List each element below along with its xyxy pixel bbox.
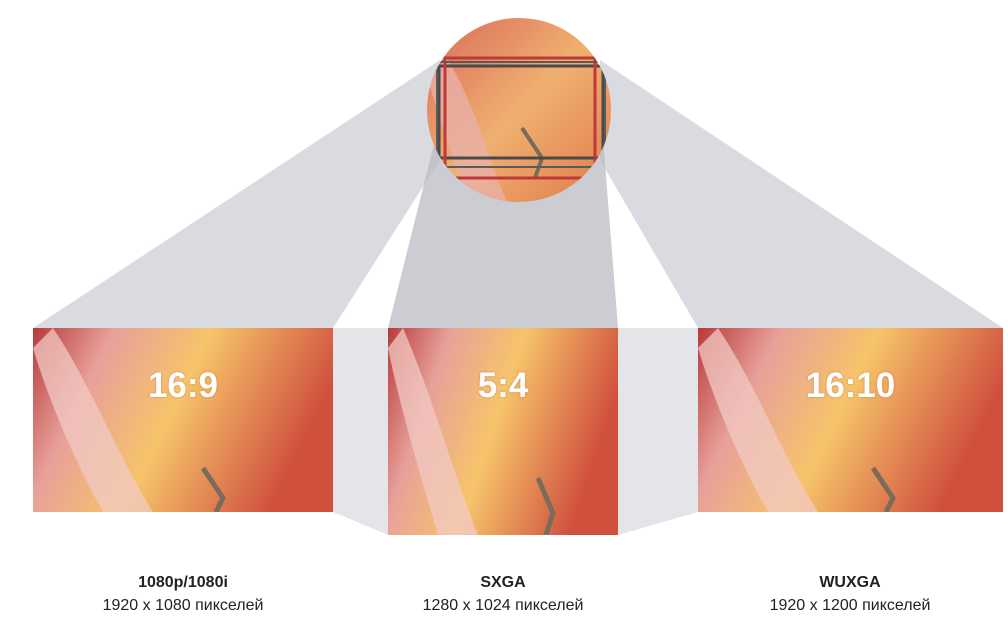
format-name: WUXGA [720,572,980,594]
tissue-image [698,328,1003,512]
ray-16-9 [33,60,440,328]
format-resolution: 1920 x 1200 пикселей [720,594,980,618]
panel-16-10: 16:10 [698,328,1003,512]
format-resolution: 1280 x 1024 пикселей [373,594,633,618]
caption-16-10: WUXGA 1920 x 1200 пикселей [720,572,980,618]
ray-5-4-bottom-left [333,328,388,535]
caption-5-4: SXGA 1280 x 1024 пикселей [373,572,633,618]
caption-16-9: 1080p/1080i 1920 x 1080 пикселей [53,572,313,618]
ray-5-4-bottom-right [618,328,698,535]
panel-16-9: 16:9 [33,328,333,512]
magnifier-circle [427,18,611,202]
aspect-ratio-label: 16:9 [33,366,333,406]
format-name: SXGA [373,572,633,594]
panel-5-4: 5:4 [388,328,618,535]
tissue-image [33,328,333,512]
ray-16-10 [600,60,1003,328]
format-resolution: 1920 x 1080 пикселей [53,594,313,618]
aspect-ratio-label: 5:4 [388,366,618,406]
aspect-ratio-label: 16:10 [698,366,1003,406]
tissue-image [388,328,618,535]
format-name: 1080p/1080i [53,572,313,594]
